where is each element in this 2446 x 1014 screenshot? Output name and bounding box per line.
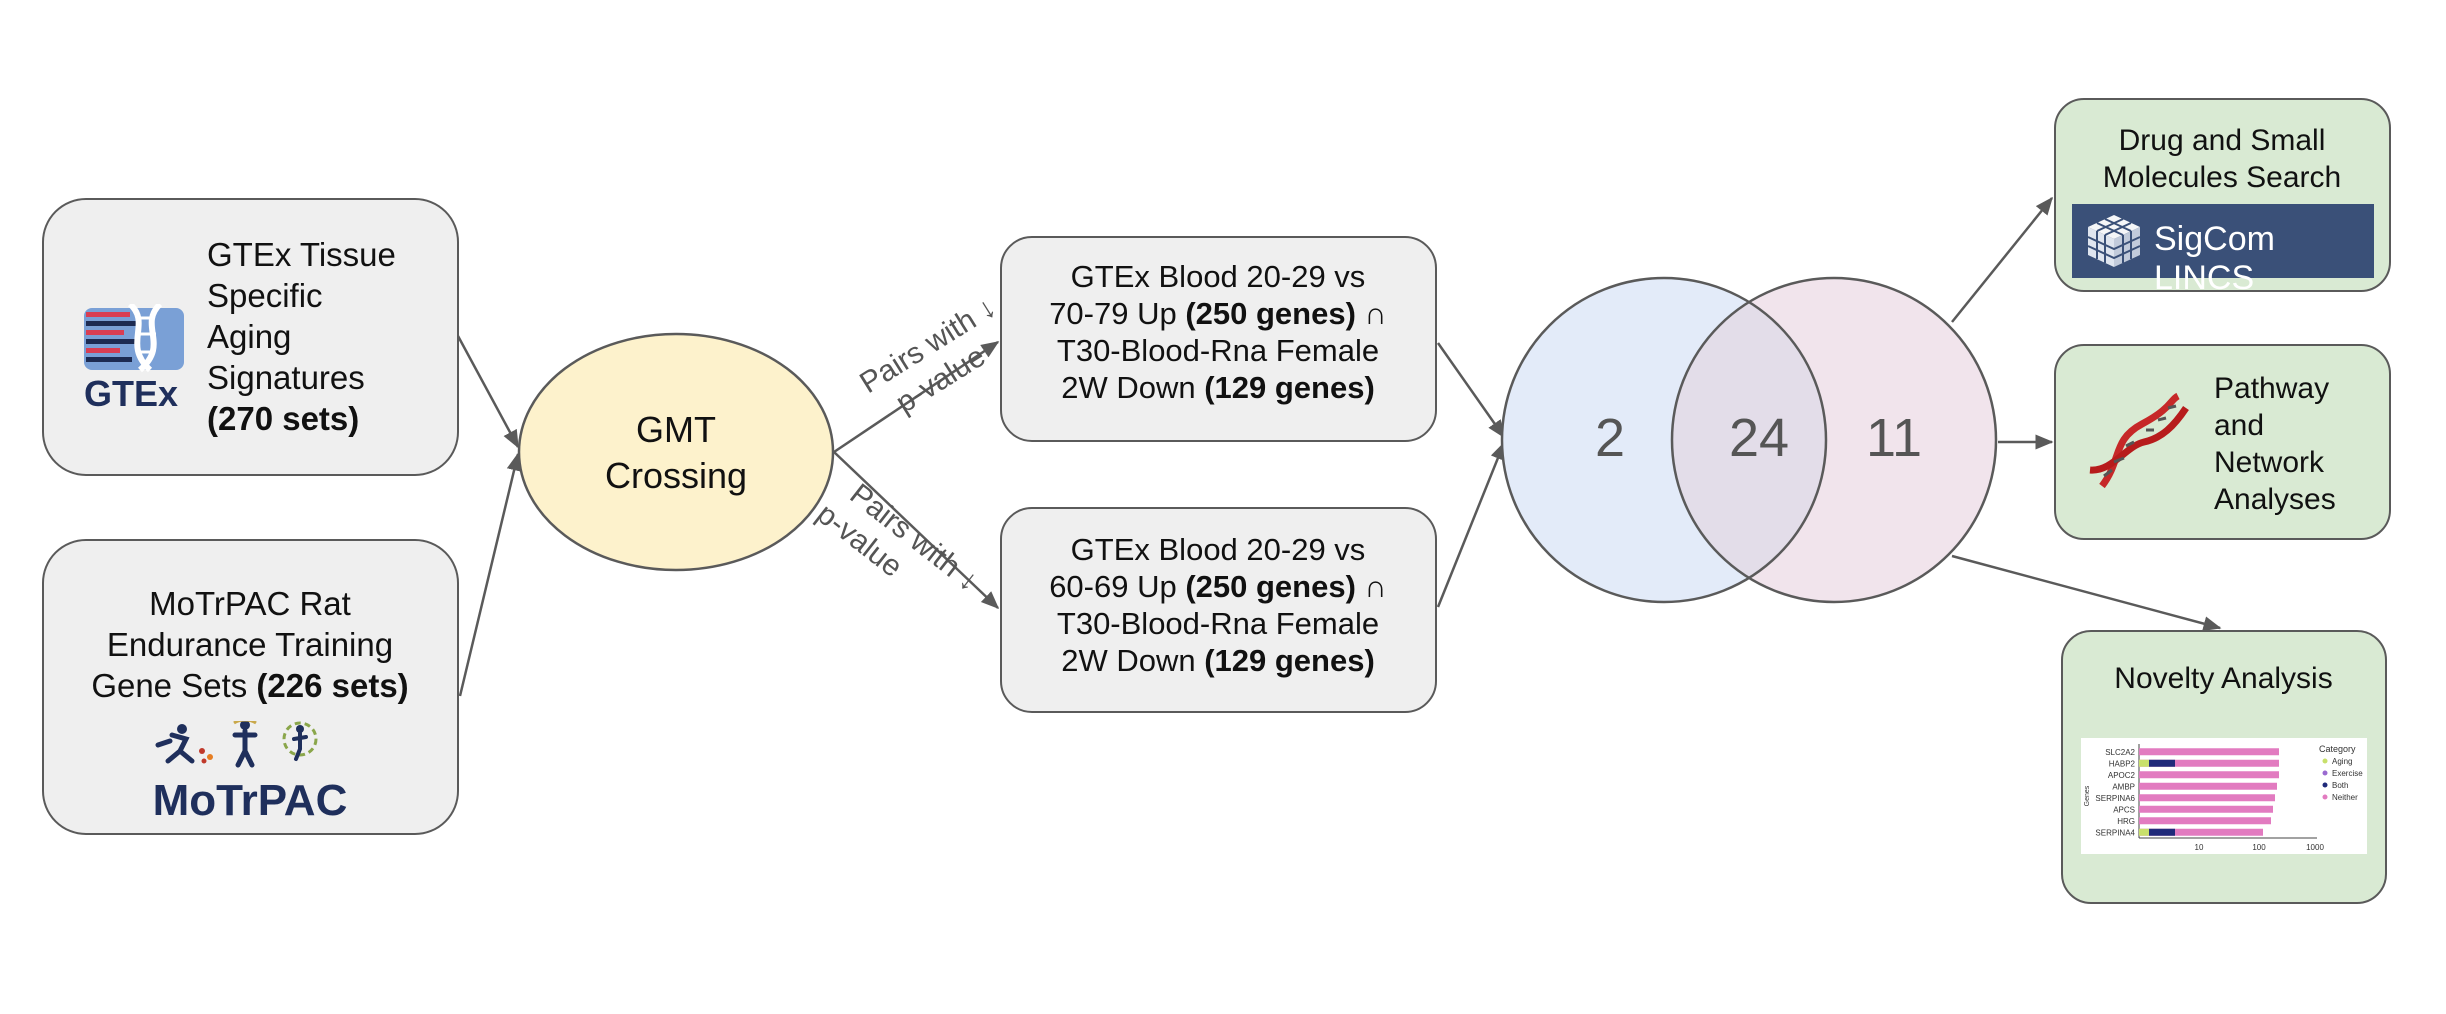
arrow-venn-to-drug	[1951, 196, 2053, 323]
mini-chart-bar	[2139, 782, 2277, 790]
venn-diagram: 2 24 11	[1500, 276, 1998, 604]
mini-chart-legend-item: Aging	[2332, 757, 2352, 766]
arrow-motrpac-to-gmt	[458, 452, 522, 697]
mini-chart-legend-item: Exercise	[2332, 769, 2363, 778]
motrpac-line3: Gene Sets	[91, 667, 257, 704]
gtex-line2: Specific	[207, 277, 323, 314]
mini-chart-bar-aging	[2139, 759, 2149, 767]
pair-top-line2a: 70-79 Up	[1049, 296, 1186, 331]
mini-chart-x-tick: 100	[2252, 843, 2266, 852]
pair-top-line1: GTEx Blood 20-29 vs	[1070, 259, 1366, 294]
pair-top-intersect: ∩	[1355, 296, 1387, 331]
pathway-line4: Analyses	[2214, 483, 2336, 516]
motrpac-logo: MoTrPAC	[153, 721, 348, 825]
mini-chart-legend-item: Neither	[2332, 793, 2358, 802]
pair-top-gene-count-1: (250 genes)	[1185, 296, 1356, 331]
arrow-venn-to-novelty	[1951, 554, 2222, 631]
mini-chart-gene-label: SLC2A2	[2105, 748, 2135, 757]
mini-chart-legend-swatch	[2322, 794, 2328, 800]
gmt-label-line2: Crossing	[605, 455, 747, 496]
pair-top-gene-count-2: (129 genes)	[1204, 370, 1375, 405]
mini-chart-bar	[2139, 748, 2279, 756]
mini-chart-gene-label: APOC2	[2108, 771, 2136, 780]
pair-bottom-intersect: ∩	[1355, 569, 1387, 604]
mini-chart-legend-swatch	[2322, 770, 2328, 776]
mini-chart-bar-aging	[2139, 828, 2149, 836]
mini-chart-legend-swatch	[2322, 782, 2328, 788]
pair-top-line4a: 2W Down	[1061, 370, 1205, 405]
motrpac-logo-text: MoTrPAC	[153, 776, 348, 825]
arrow-gmt-to-pair-top	[833, 340, 1000, 454]
arrow-pair-bottom-to-venn	[1436, 441, 1506, 608]
mini-chart-bar	[2139, 817, 2271, 825]
mini-chart-x-tick: 10	[2195, 843, 2204, 852]
dna-icon	[2089, 392, 2189, 489]
drug-line2: Molecules Search	[2102, 161, 2342, 194]
pair-bottom-line2a: 60-69 Up	[1049, 569, 1186, 604]
mini-chart-legend-swatch	[2322, 758, 2328, 764]
venn-overlap-count: 24	[1729, 408, 1789, 468]
mini-chart-bar-both	[2149, 759, 2175, 767]
drug-line1: Drug and Small	[2118, 124, 2326, 157]
arrow-gtex-to-gmt	[456, 335, 520, 449]
mini-chart-gene-label: APCS	[2113, 805, 2135, 814]
gtex-line1: GTEx Tissue	[207, 236, 396, 273]
pair-bottom-line3: T30-Blood-Rna Female	[1056, 606, 1380, 641]
mini-chart-bar	[2139, 771, 2279, 779]
pathway-network-box: Pathway and Network Analyses	[2054, 344, 2391, 540]
mini-chart-bar	[2139, 805, 2273, 813]
pair-top-line3: T30-Blood-Rna Female	[1056, 333, 1380, 368]
mini-chart-gene-label: AMBP	[2112, 782, 2135, 791]
drug-search-box: Drug and Small Molecules Search SigCom L…	[2054, 98, 2391, 297]
arrow-gmt-to-pair-bottom	[833, 451, 1000, 610]
gtex-source-box: GTEx GTEx Tissue Specific Aging Signatur…	[42, 198, 459, 476]
pathway-line2: and	[2214, 409, 2265, 442]
gmt-label-line1: GMT	[636, 409, 716, 450]
sigcom-lincs-logo: SigCom LINCS	[2072, 204, 2374, 297]
arrow-pair-top-to-venn	[1436, 342, 1506, 439]
mini-chart-bar	[2139, 759, 2279, 767]
gtex-line4: Signatures	[207, 359, 365, 396]
gtex-logo-text: GTEx	[84, 373, 178, 414]
mini-chart-bar	[2139, 794, 2275, 802]
pair-box-bottom: GTEx Blood 20-29 vs 60-69 Up (250 genes)…	[1000, 507, 1437, 713]
gtex-line3: Aging	[207, 318, 292, 355]
pair-bottom-gene-count-1: (250 genes)	[1185, 569, 1356, 604]
mini-chart-gene-label: HABP2	[2109, 759, 2136, 768]
mini-chart-bar	[2139, 828, 2263, 836]
pathway-line3: Network	[2214, 446, 2325, 479]
mini-chart-legend-title: Category	[2319, 744, 2356, 754]
motrpac-line2: Endurance Training	[106, 626, 394, 663]
mini-chart-gene-label: SERPINA4	[2095, 828, 2135, 837]
pair-bottom-gene-count-2: (129 genes)	[1204, 643, 1375, 678]
novelty-title: Novelty Analysis	[2114, 662, 2333, 695]
pair-box-top: GTEx Blood 20-29 vs 70-79 Up (250 genes)…	[1000, 236, 1437, 442]
motrpac-line1: MoTrPAC Rat	[149, 585, 351, 622]
sigcom-logo-text: SigCom LINCS	[2154, 220, 2275, 297]
mini-chart-gene-label: HRG	[2117, 817, 2135, 826]
motrpac-set-count: (226 sets)	[256, 667, 409, 704]
pair-bottom-line4a: 2W Down	[1061, 643, 1205, 678]
venn-left-count: 2	[1595, 408, 1625, 468]
pair-bottom-line1: GTEx Blood 20-29 vs	[1070, 532, 1366, 567]
venn-right-count: 11	[1866, 408, 1922, 468]
sigcom-cube-icon	[2087, 215, 2141, 267]
gmt-crossing-node	[517, 332, 835, 572]
mini-chart-legend-item: Both	[2332, 781, 2348, 790]
gtex-set-count: (270 sets)	[207, 400, 360, 437]
venn-overlap-region	[1672, 278, 1826, 602]
mini-chart-bar-both	[2149, 828, 2175, 836]
motrpac-source-box: MoTrPAC Rat Endurance Training Gene Sets…	[42, 539, 459, 835]
pathway-line1: Pathway	[2214, 372, 2330, 405]
gtex-logo: GTEx	[84, 304, 184, 414]
mini-chart-x-tick: 1000	[2306, 843, 2324, 852]
mini-chart-y-label: Genes	[2084, 785, 2091, 806]
mini-chart-gene-label: SERPINA6	[2095, 794, 2135, 803]
